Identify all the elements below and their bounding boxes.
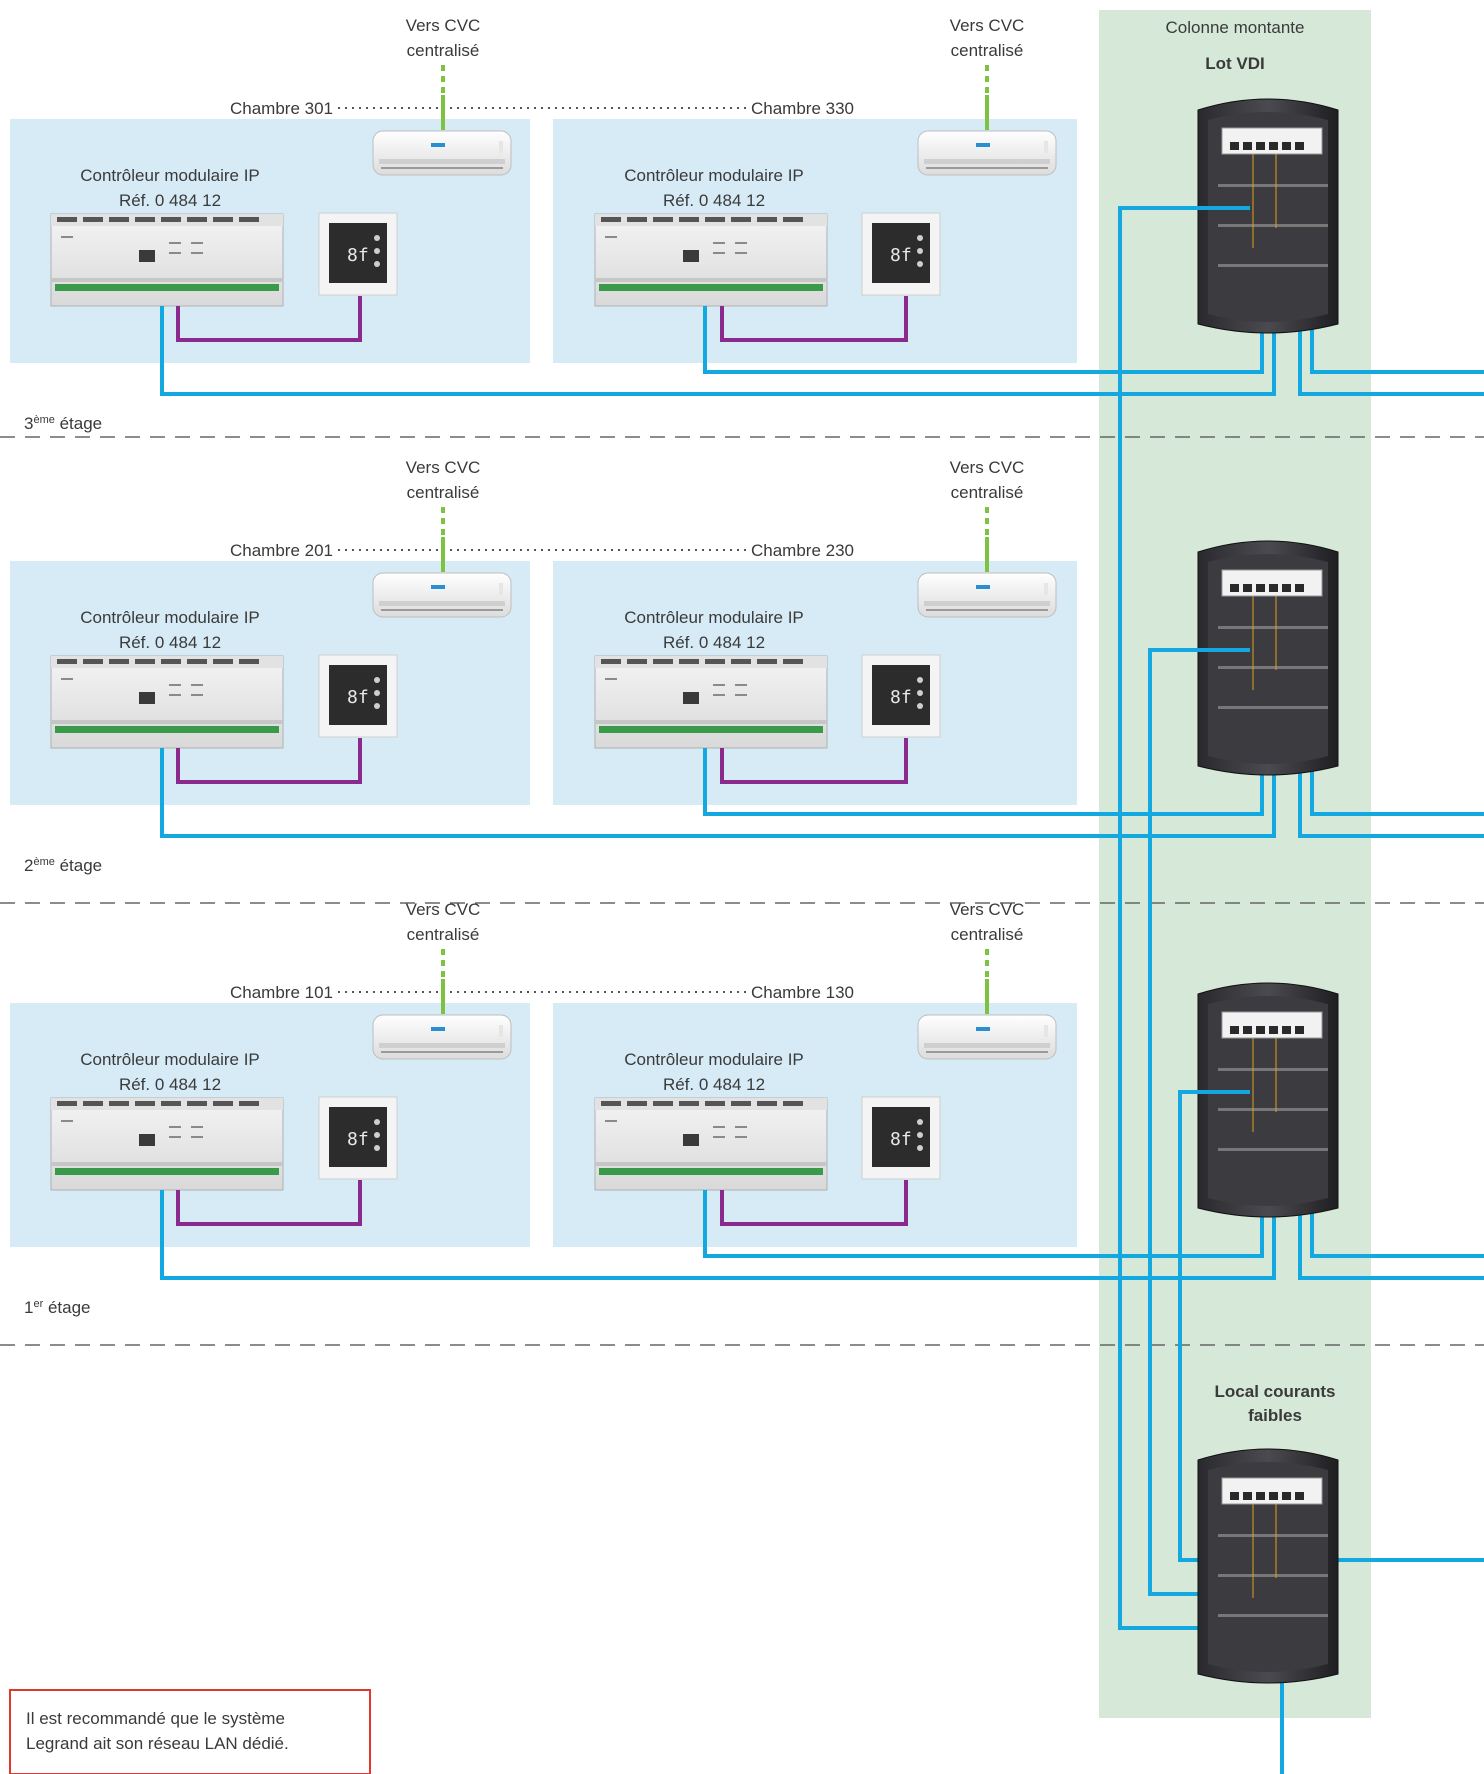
floor-label: 2ème étage bbox=[24, 856, 102, 875]
air-conditioner-icon-left bbox=[372, 130, 512, 176]
cvc-sublabel-right: centralisé bbox=[951, 483, 1024, 502]
cvc-label-left: Vers CVC bbox=[406, 16, 481, 35]
cvc-sublabel-left: centralisé bbox=[407, 483, 480, 502]
cvc-sublabel-left: centralisé bbox=[407, 41, 480, 60]
local-label-1: Local courants bbox=[1215, 1382, 1336, 1401]
air-conditioner-icon-right bbox=[917, 130, 1057, 176]
note-line-2: Legrand ait son réseau LAN dédié. bbox=[26, 1734, 289, 1753]
controller-ref-right: Réf. 0 484 12 bbox=[663, 191, 765, 210]
room-right-label: Chambre 230 bbox=[751, 541, 854, 560]
controller-ref-right: Réf. 0 484 12 bbox=[663, 1075, 765, 1094]
bus-cable-right bbox=[720, 296, 908, 342]
rack-cabinet-icon bbox=[1197, 982, 1339, 1218]
thermostat-icon-left bbox=[318, 1096, 398, 1180]
controller-name-right: Contrôleur modulaire IP bbox=[624, 1050, 804, 1069]
modular-controller-icon-right bbox=[594, 655, 828, 749]
rack-cabinet-local-icon bbox=[1197, 1448, 1339, 1684]
room-left-label: Chambre 101 bbox=[230, 983, 333, 1002]
modular-controller-icon-left bbox=[50, 655, 284, 749]
room-right-label: Chambre 130 bbox=[751, 983, 854, 1002]
thermostat-icon-right bbox=[861, 1096, 941, 1180]
room-left-label: Chambre 201 bbox=[230, 541, 333, 560]
rack-cabinet-icon bbox=[1197, 540, 1339, 776]
controller-ref-right: Réf. 0 484 12 bbox=[663, 633, 765, 652]
room-right-label: Chambre 330 bbox=[751, 99, 854, 118]
cvc-label-right: Vers CVC bbox=[950, 16, 1025, 35]
bus-cable-left bbox=[176, 1180, 362, 1226]
floor-group: Chambre 201 Chambre 230 Vers CVC centralisé… bbox=[10, 458, 1484, 875]
bus-cable-right bbox=[720, 738, 908, 784]
modular-controller-icon-right bbox=[594, 1097, 828, 1191]
floor-separators bbox=[0, 436, 1484, 1346]
local-label-2: faibles bbox=[1248, 1406, 1302, 1425]
cvc-label-left: Vers CVC bbox=[406, 458, 481, 477]
cvc-label-left: Vers CVC bbox=[406, 900, 481, 919]
bus-cable-left bbox=[176, 738, 362, 784]
controller-ref-left: Réf. 0 484 12 bbox=[119, 633, 221, 652]
thermostat-icon-left bbox=[318, 212, 398, 296]
modular-controller-icon-right bbox=[594, 213, 828, 307]
riser-cable bbox=[1118, 206, 1262, 1630]
controller-name-right: Contrôleur modulaire IP bbox=[624, 608, 804, 627]
cvc-sublabel-right: centralisé bbox=[951, 925, 1024, 944]
cvc-sublabel-right: centralisé bbox=[951, 41, 1024, 60]
controller-ref-left: Réf. 0 484 12 bbox=[119, 1075, 221, 1094]
bus-cable-right bbox=[720, 1180, 908, 1226]
air-conditioner-icon-right bbox=[917, 1014, 1057, 1060]
floor-label: 3ème étage bbox=[24, 414, 102, 433]
floor-label: 1er étage bbox=[24, 1298, 91, 1317]
controller-name-left: Contrôleur modulaire IP bbox=[80, 166, 260, 185]
cvc-label-right: Vers CVC bbox=[950, 458, 1025, 477]
controller-name-left: Contrôleur modulaire IP bbox=[80, 1050, 260, 1069]
thermostat-icon-left bbox=[318, 654, 398, 738]
thermostat-icon-right bbox=[861, 212, 941, 296]
modular-controller-icon-left bbox=[50, 1097, 284, 1191]
floor-group: Chambre 301 Chambre 330 Vers CVC centralisé… bbox=[10, 16, 1484, 433]
controller-name-right: Contrôleur modulaire IP bbox=[624, 166, 804, 185]
cvc-sublabel-left: centralisé bbox=[407, 925, 480, 944]
riser-cables bbox=[1118, 206, 1484, 1774]
bus-cable-left bbox=[176, 296, 362, 342]
note-line-1: Il est recommandé que le système bbox=[26, 1709, 285, 1728]
riser-title: Colonne montante bbox=[1166, 18, 1305, 37]
cvc-label-right: Vers CVC bbox=[950, 900, 1025, 919]
thermostat-icon-right bbox=[861, 654, 941, 738]
air-conditioner-icon-right bbox=[917, 572, 1057, 618]
modular-controller-icon-left bbox=[50, 213, 284, 307]
controller-name-left: Contrôleur modulaire IP bbox=[80, 608, 260, 627]
air-conditioner-icon-left bbox=[372, 572, 512, 618]
note-box bbox=[9, 1689, 371, 1774]
air-conditioner-icon-left bbox=[372, 1014, 512, 1060]
rack-cabinet-icon bbox=[1197, 98, 1339, 334]
riser-subtitle: Lot VDI bbox=[1205, 54, 1265, 73]
controller-ref-left: Réf. 0 484 12 bbox=[119, 191, 221, 210]
floor-group: Chambre 101 Chambre 130 Vers CVC centralisé… bbox=[10, 900, 1484, 1317]
room-left-label: Chambre 301 bbox=[230, 99, 333, 118]
